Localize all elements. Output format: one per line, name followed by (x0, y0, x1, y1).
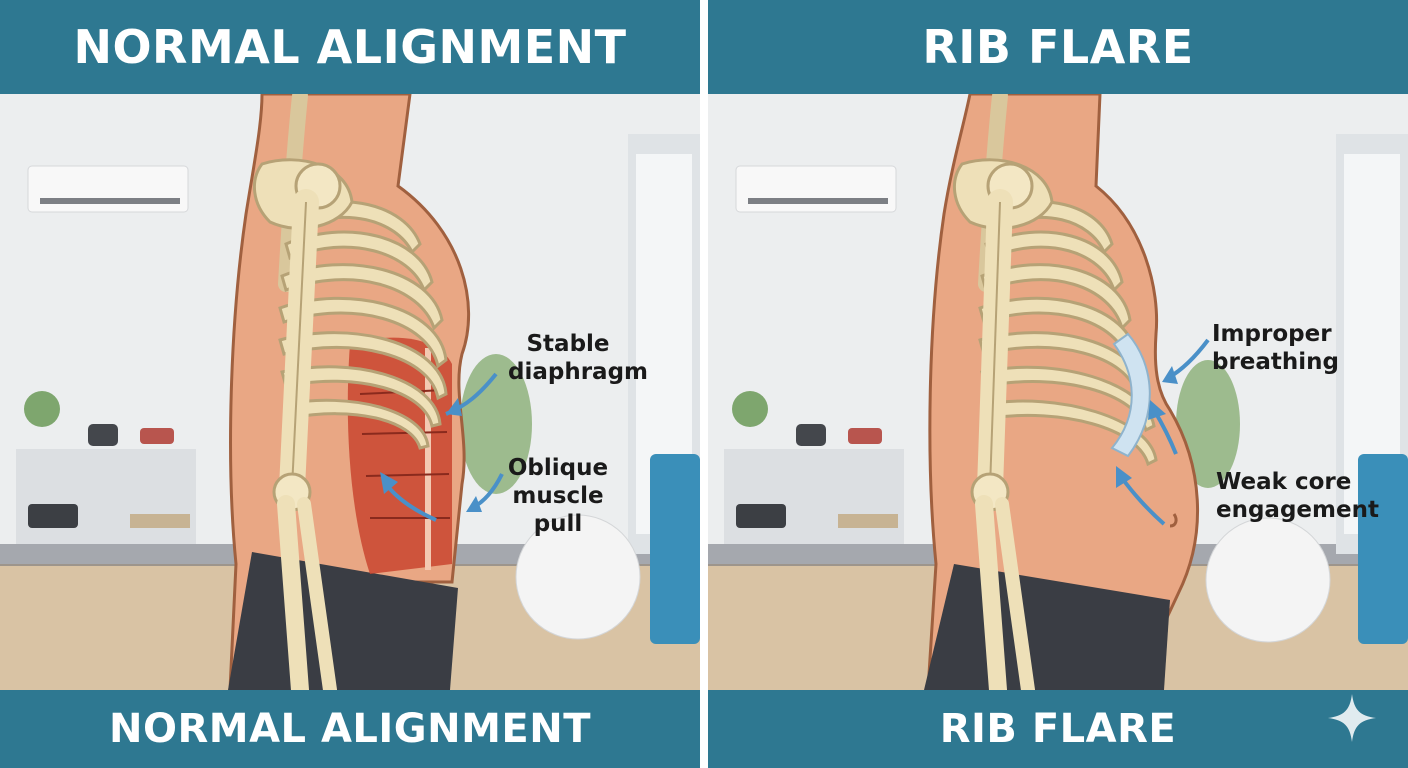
panel-footer: NORMAL ALIGNMENT (0, 690, 700, 768)
sparkle-icon (1328, 694, 1376, 742)
arrow-icon (466, 473, 504, 512)
annotation-oblique-muscle-pull: Oblique muscle pull (507, 455, 609, 537)
rib-flare-illustration (708, 94, 1408, 690)
arrow-icon (1162, 338, 1210, 384)
panel-rib-flare: RIB FLARE (708, 0, 1408, 768)
annotation-improper-breathing: Improper breathing (1212, 321, 1340, 375)
arrow-icon (445, 372, 498, 416)
arrow-icon (380, 472, 437, 522)
panel-normal-alignment: NORMAL ALIGNMENT (0, 0, 700, 768)
panel-title: NORMAL ALIGNMENT (0, 0, 700, 94)
arrow-icon (1116, 466, 1166, 526)
panel-footer: RIB FLARE (708, 690, 1408, 768)
arrow-icon (1148, 400, 1178, 455)
normal-alignment-illustration (0, 94, 700, 690)
annotation-weak-core-engagement: Weak core engagement (1216, 469, 1379, 523)
annotation-stable-diaphragm: Stable diaphragm (508, 331, 648, 385)
panel-divider (700, 0, 708, 768)
panel-title: RIB FLARE (708, 0, 1408, 94)
